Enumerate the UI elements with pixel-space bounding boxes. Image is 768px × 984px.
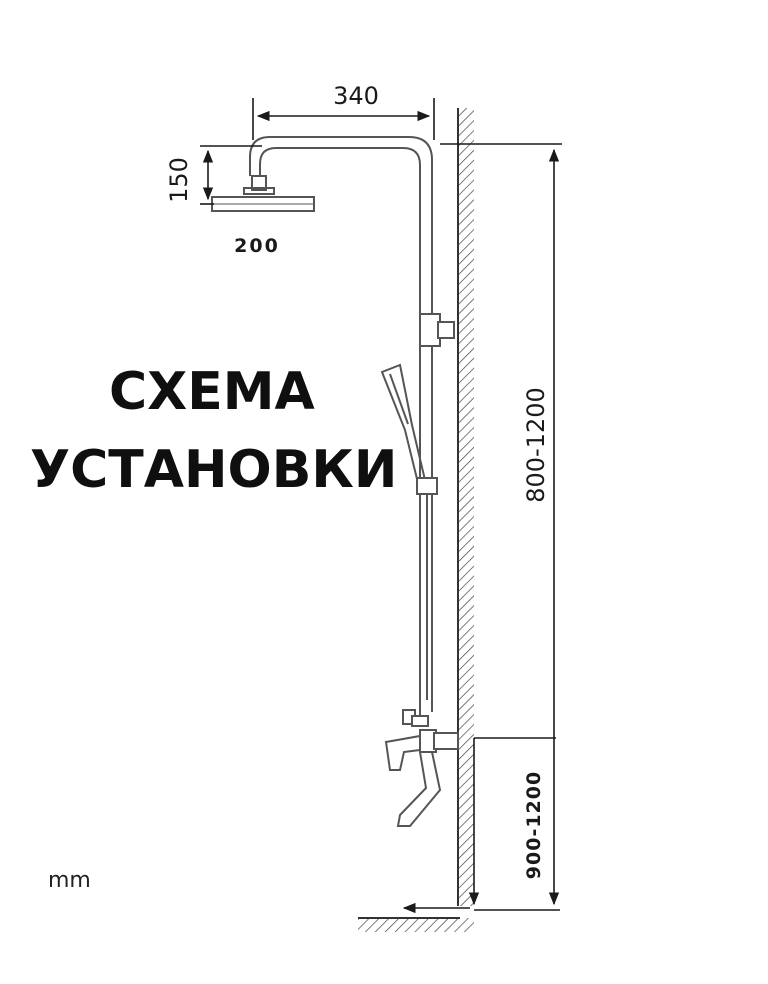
mixer	[384, 709, 459, 771]
dimension-head-height	[200, 145, 262, 205]
title-line-2: УСТАНОВКИ	[30, 440, 398, 500]
unit-label: mm	[48, 868, 91, 893]
wall-bracket	[419, 313, 455, 347]
wall	[457, 108, 474, 906]
dimension-arm	[252, 98, 435, 140]
shower-column	[243, 136, 433, 720]
bath-spout	[396, 751, 442, 827]
dimension-column-label: 800-1200	[522, 387, 550, 503]
dimension-mixer	[402, 738, 480, 914]
dimension-head-height-label: 150	[165, 157, 193, 203]
hand-shower	[380, 363, 438, 700]
dimension-head-width-label: 200	[234, 235, 280, 257]
floor	[358, 917, 474, 932]
dimension-arm-label: 340	[333, 82, 379, 110]
dimension-mixer-label: 900-1200	[523, 771, 545, 879]
title-line-1: СХЕМА	[109, 362, 315, 422]
rain-shower-head	[211, 196, 315, 212]
dimension-column	[440, 143, 562, 911]
